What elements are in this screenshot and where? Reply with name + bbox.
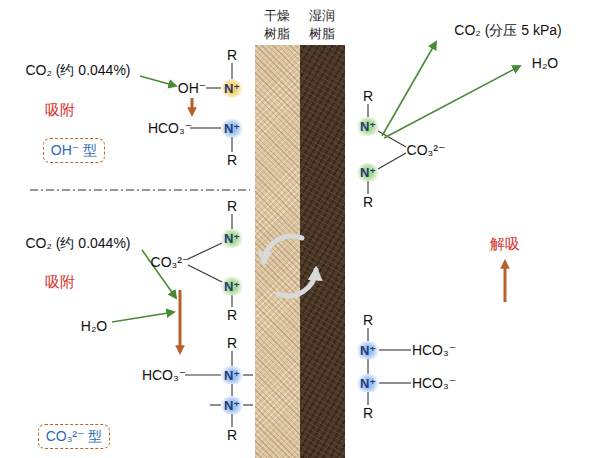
ammonium-site: N⁺ xyxy=(356,117,380,136)
label-holder: N⁺ xyxy=(220,79,244,97)
chemical-bonds xyxy=(185,63,411,427)
chemical-label: R xyxy=(227,198,237,214)
label-holder: 解吸 xyxy=(490,235,520,253)
resin-band: 干燥 树脂 xyxy=(255,45,300,458)
chemical-label: R xyxy=(227,47,237,63)
label-holder: HCO₃⁻ xyxy=(412,341,456,359)
label-holder: CO₂ (分压 5 kPa) xyxy=(454,21,561,39)
type-label: CO₃²⁻ 型 xyxy=(46,428,103,444)
chemical-label: OH⁻ xyxy=(178,80,206,96)
label-holder: HCO₃⁻ xyxy=(148,119,192,137)
chemical-label: R xyxy=(363,312,373,328)
type-tag: OH⁻ 型 xyxy=(43,138,105,163)
divider-line xyxy=(30,189,250,190)
cycle-arrow xyxy=(264,236,316,296)
label-holder: R xyxy=(227,334,237,352)
chemical-label: CO₃²⁻ xyxy=(151,254,190,270)
chemical-label: CO₂ (约 0.044%) xyxy=(25,62,130,78)
label-holder: CO₃²⁻ xyxy=(151,253,190,271)
flow-arrow xyxy=(112,42,520,322)
chemical-label: HCO₃⁻ xyxy=(142,367,186,383)
chemical-label: CO₃²⁻ xyxy=(407,142,446,158)
label-holder: 吸附 xyxy=(45,101,75,119)
label-holder: R xyxy=(227,46,237,64)
label-holder: R xyxy=(363,404,373,422)
chemical-label: HCO₃⁻ xyxy=(412,342,456,358)
process-name: 解吸 xyxy=(490,235,520,252)
chemical-label: CO₂ (约 0.044%) xyxy=(25,235,130,251)
label-holder: CO₃²⁻ xyxy=(407,141,446,159)
chemical-label: R xyxy=(227,427,237,443)
chemical-label: R xyxy=(227,335,237,351)
type-label: OH⁻ 型 xyxy=(51,142,97,158)
process-arrow xyxy=(180,98,505,352)
label-holder: R xyxy=(363,87,373,105)
band-title: 湿润 树脂 xyxy=(309,8,335,41)
label-holder: R xyxy=(363,311,373,329)
chemical-label: R xyxy=(363,194,373,210)
resin-band: 湿润 树脂 xyxy=(300,45,345,458)
ammonium-site: N⁺ xyxy=(356,341,380,360)
process-name: 吸附 xyxy=(45,273,75,290)
label-holder: HCO₃⁻ xyxy=(412,374,456,392)
chemical-label: R xyxy=(227,307,237,323)
ammonium-site: N⁺ xyxy=(220,119,244,138)
label-holder: N⁺ xyxy=(356,117,380,135)
label-holder: OH⁻ xyxy=(178,79,206,97)
label-holder: R xyxy=(363,193,373,211)
chemical-label: H₂O xyxy=(81,318,107,334)
label-holder: N⁺ xyxy=(356,374,380,392)
process-name: 吸附 xyxy=(45,101,75,118)
band-heading: 干燥 树脂 xyxy=(259,6,296,42)
label-holder: CO₂ (约 0.044%) xyxy=(25,61,130,79)
label-holder: HCO₃⁻ xyxy=(142,366,186,384)
chemical-label: R xyxy=(227,152,237,168)
ammonium-site: N⁺ xyxy=(220,229,244,248)
chemical-label: H₂O xyxy=(532,55,558,71)
chemical-label: R xyxy=(363,88,373,104)
label-holder: CO₂ (约 0.044%) xyxy=(25,234,130,252)
ammonium-site: N⁺ xyxy=(220,366,244,385)
label-holder: N⁺ xyxy=(356,163,380,181)
chemical-label: R xyxy=(363,405,373,421)
label-holder: N⁺ xyxy=(220,229,244,247)
label-holder: N⁺ xyxy=(356,341,380,359)
chemical-label: HCO₃⁻ xyxy=(412,375,456,391)
label-holder: R xyxy=(227,151,237,169)
label-holder: R xyxy=(227,197,237,215)
label-holder: H₂O xyxy=(532,54,558,72)
band-heading: 湿润 树脂 xyxy=(304,6,341,42)
label-holder: R xyxy=(227,306,237,324)
label-holder: N⁺ xyxy=(220,119,244,137)
ammonium-site: N⁺ xyxy=(220,79,244,98)
ammonium-site: N⁺ xyxy=(356,163,380,182)
label-holder: N⁺ xyxy=(220,396,244,414)
label-holder: R xyxy=(227,426,237,444)
label-holder: 吸附 xyxy=(45,273,75,291)
chemical-label: CO₂ (分压 5 kPa) xyxy=(454,22,561,38)
ammonium-site: N⁺ xyxy=(220,277,244,296)
label-holder: N⁺ xyxy=(220,277,244,295)
ammonium-site: N⁺ xyxy=(220,396,244,415)
band-title: 干燥 树脂 xyxy=(264,8,290,41)
ammonium-site: N⁺ xyxy=(356,374,380,393)
label-holder: N⁺ xyxy=(220,366,244,384)
type-tag: CO₃²⁻ 型 xyxy=(38,424,111,449)
label-holder: H₂O xyxy=(81,317,107,335)
chemical-label: HCO₃⁻ xyxy=(148,120,192,136)
